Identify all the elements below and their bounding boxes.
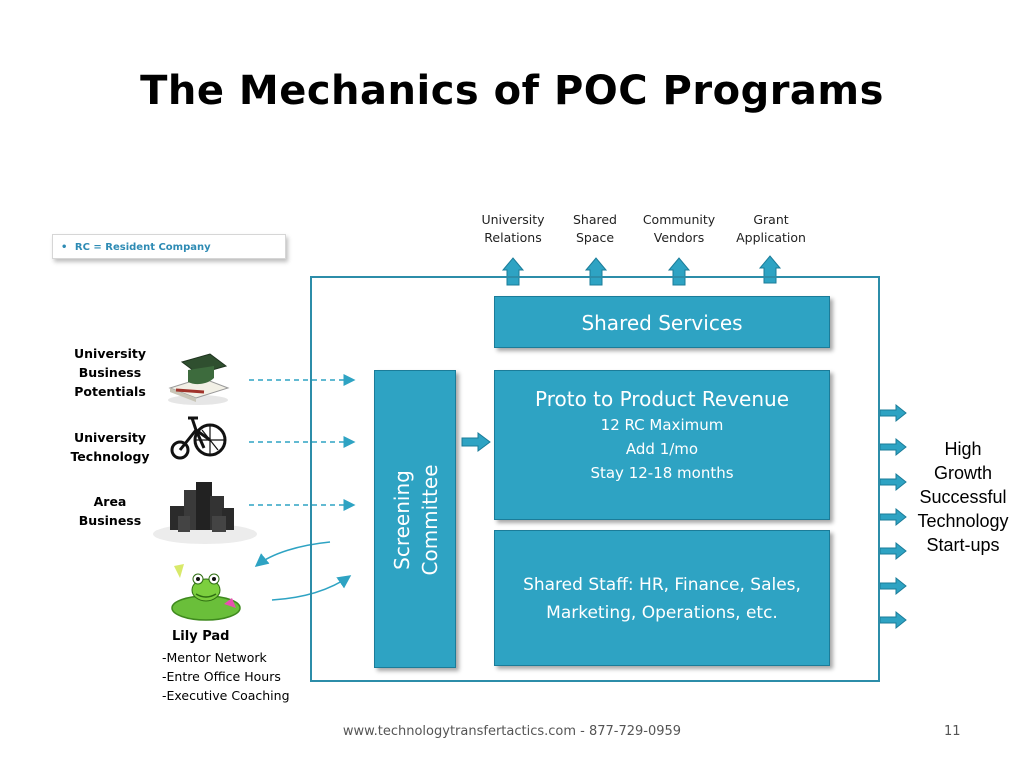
input-label-line: University <box>74 430 146 445</box>
service-label-line: Shared <box>572 212 617 227</box>
frog-lily-pad-icon <box>171 564 241 621</box>
outcome-line: Technology <box>917 511 1009 531</box>
input-university-business-potentials: University Business Potentials <box>65 344 155 401</box>
graduation-cap-book-icon <box>168 353 230 405</box>
service-community-vendors: Community Vendors <box>634 211 724 247</box>
city-buildings-icon <box>153 482 257 544</box>
tricycle-icon <box>170 416 227 460</box>
right-arrow-icon <box>879 437 907 457</box>
screening-line: Screening <box>390 470 414 570</box>
screening-line: Committee <box>418 464 442 576</box>
service-label-line: Relations <box>484 230 542 245</box>
service-label-line: Grant <box>753 212 789 227</box>
input-label-line: Business <box>78 365 142 380</box>
right-arrow-icon <box>879 403 907 423</box>
shared-staff-line: Marketing, Operations, etc. <box>546 603 778 623</box>
input-label-line: Area <box>93 494 127 509</box>
curved-arrow-to-screening <box>271 575 352 601</box>
shared-staff-line: Shared Staff: HR, Finance, Sales, <box>523 575 801 595</box>
screening-committee-box: Screening Committee <box>374 370 456 668</box>
page-number: 11 <box>944 724 961 739</box>
lily-pad-title: Lily Pad <box>172 629 230 644</box>
outcome-line: Growth <box>933 463 993 483</box>
up-arrow-icon <box>501 257 525 286</box>
outcome-label: High Growth Successful Technology Start-… <box>906 437 1020 557</box>
outcome-line: Start-ups <box>926 535 1000 555</box>
proto-line: Add 1/mo <box>625 440 699 458</box>
right-arrow-icon <box>879 472 907 492</box>
proto-line: 12 RC Maximum <box>600 416 724 434</box>
right-arrow-icon <box>461 432 491 452</box>
service-label-line: Application <box>736 230 806 245</box>
right-arrow-icon <box>879 576 907 596</box>
right-arrow-icon <box>879 507 907 527</box>
program-frame <box>310 276 880 682</box>
up-arrow-icon <box>584 257 608 286</box>
outcome-line: High <box>944 439 982 459</box>
rc-definition-note: • RC = Resident Company <box>52 234 286 259</box>
shared-services-box: Shared Services <box>494 296 830 348</box>
proto-line: Stay 12-18 months <box>590 464 734 482</box>
input-area-business: Area Business <box>65 492 155 530</box>
note-text: RC = Resident Company <box>74 242 211 253</box>
shared-staff-box: Shared Staff: HR, Finance, Sales, Market… <box>494 530 830 666</box>
service-label-line: University <box>481 212 545 227</box>
service-label-line: Space <box>575 230 615 245</box>
outcome-line: Successful <box>919 487 1007 507</box>
note-bullet: • <box>61 242 68 253</box>
proto-to-product-box: Proto to Product Revenue 12 RC Maximum A… <box>494 370 830 520</box>
slide-title: The Mechanics of POC Programs <box>140 68 884 114</box>
service-shared-space: Shared Space <box>550 211 640 247</box>
service-label-line: Community <box>642 212 716 227</box>
proto-title: Proto to Product Revenue <box>535 387 789 411</box>
input-university-technology: University Technology <box>65 428 155 466</box>
input-label-line: University <box>74 346 146 361</box>
right-arrow-icon <box>879 610 907 630</box>
lily-pad-item: -Entre Office Hours <box>162 669 281 684</box>
service-university-relations: University Relations <box>468 211 558 247</box>
output-arrows <box>879 403 907 630</box>
input-label-line: Potentials <box>74 384 146 399</box>
service-label-line: Vendors <box>653 230 705 245</box>
lily-pad-item: -Mentor Network <box>162 650 267 665</box>
footer-contact: www.technologytransfertactics.com - 877-… <box>342 724 682 739</box>
input-label-line: Technology <box>70 449 150 464</box>
curved-arrow-to-lily <box>254 541 331 567</box>
right-arrow-icon <box>879 541 907 561</box>
input-label-line: Business <box>78 513 142 528</box>
service-grant-application: Grant Application <box>726 211 816 247</box>
up-arrow-icon <box>667 257 691 286</box>
lily-pad-item: -Executive Coaching <box>162 688 290 703</box>
screening-label: Screening Committee <box>388 464 444 575</box>
